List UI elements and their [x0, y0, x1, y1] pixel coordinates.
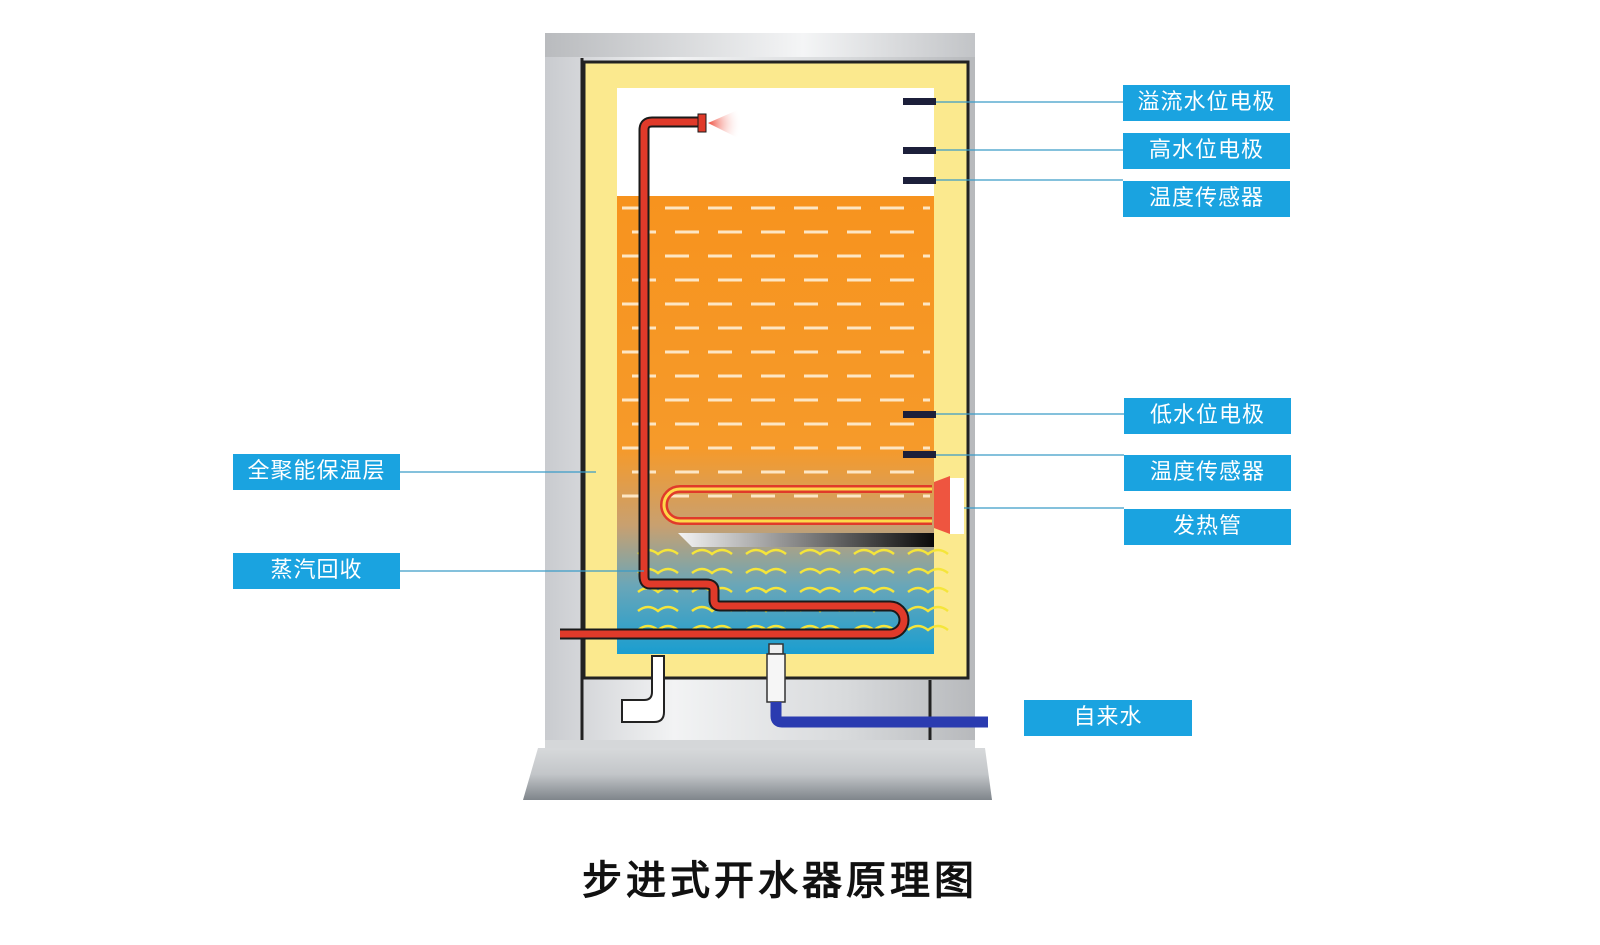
- air-space: [617, 88, 934, 196]
- water-wave: [907, 567, 949, 575]
- outlet-pipe: [621, 655, 665, 723]
- heating-tube: [660, 476, 964, 534]
- water-wave: [907, 605, 949, 613]
- base-tray: [523, 740, 992, 800]
- top-cap: [545, 33, 975, 57]
- steam-recovery-pipe: [560, 108, 910, 640]
- temp-sensor-top-rod: [903, 177, 936, 184]
- diagram-title: 步进式开水器原理图: [582, 858, 978, 904]
- water-wave: [853, 548, 895, 556]
- low-level-electrode-rod: [903, 411, 936, 418]
- label-overflow-electrode: 溢流水位电极: [1123, 85, 1290, 121]
- water-wave: [853, 586, 895, 594]
- water-wave: [745, 586, 787, 594]
- water-wave: [853, 567, 895, 575]
- water-wave: [745, 567, 787, 575]
- water-wave: [907, 586, 949, 594]
- label-temp-sensor-top: 温度传感器: [1123, 181, 1290, 217]
- label-low-level-electrode: 低水位电极: [1124, 398, 1291, 434]
- label-tap-water: 自来水: [1024, 700, 1192, 736]
- inlet-pipe: [766, 643, 988, 728]
- water-wave: [907, 548, 949, 556]
- hot-water-dashes: [622, 206, 930, 498]
- water-wave: [907, 624, 949, 632]
- baffle-plate: [678, 533, 934, 547]
- steam-spray: [708, 108, 742, 140]
- leader-lines: [400, 101, 1124, 572]
- label-steam-recovery: 蒸汽回收: [233, 553, 400, 589]
- water-wave: [799, 548, 841, 556]
- electrodes: [903, 98, 936, 458]
- water-wave: [745, 548, 787, 556]
- label-heating-tube: 发热管: [1124, 509, 1291, 545]
- water-wave: [799, 586, 841, 594]
- high-level-electrode-rod: [903, 147, 936, 154]
- overflow-electrode-rod: [903, 98, 936, 105]
- label-temp-sensor-bottom: 温度传感器: [1124, 455, 1291, 491]
- water-wave: [637, 605, 679, 613]
- temp-sensor-bottom-rod: [903, 451, 936, 458]
- water-wave: [799, 567, 841, 575]
- water-wave: [691, 567, 733, 575]
- water-wave: [691, 548, 733, 556]
- label-insulation-layer: 全聚能保温层: [233, 454, 400, 490]
- label-high-level-electrode: 高水位电极: [1123, 133, 1290, 169]
